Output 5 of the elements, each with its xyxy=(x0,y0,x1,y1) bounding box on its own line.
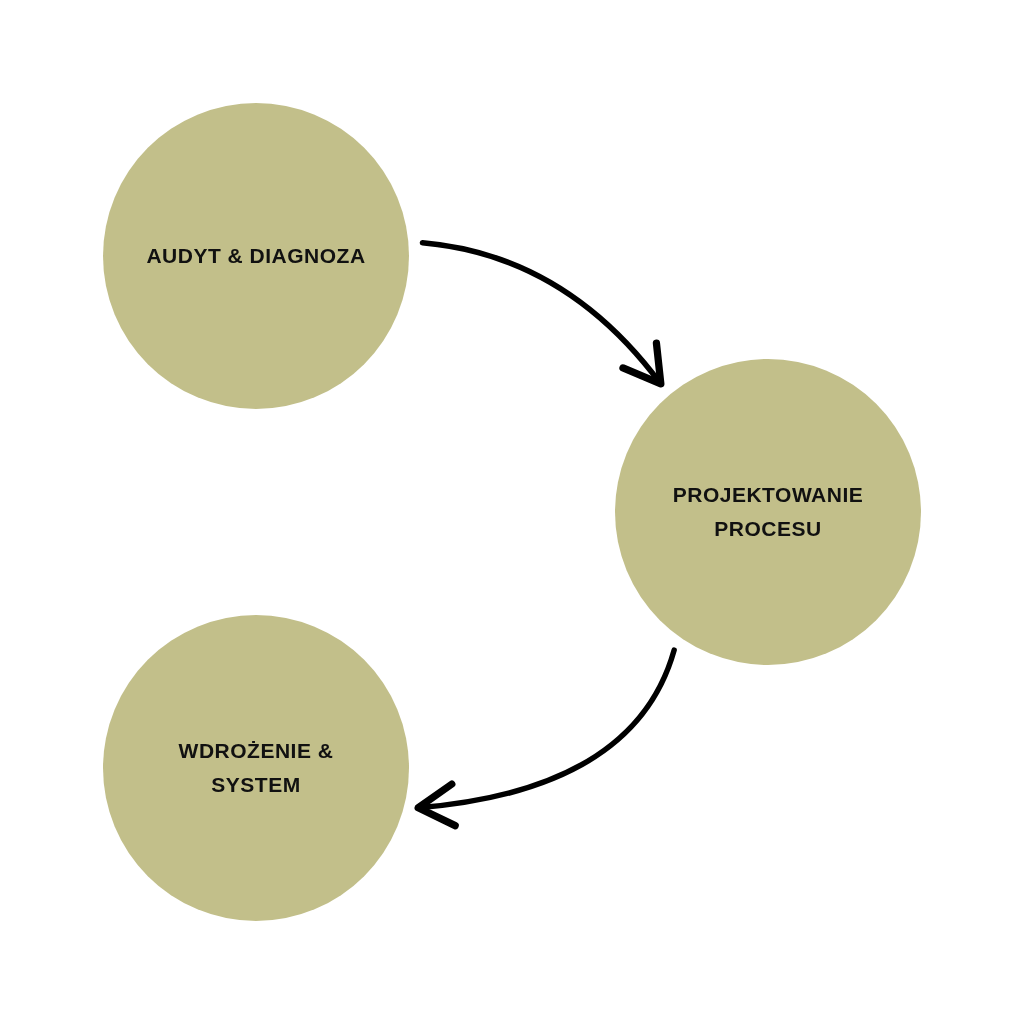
curved-arrow xyxy=(414,647,677,829)
step-label: WDROŻENIE & SYSTEM xyxy=(177,738,335,798)
step-label: PROJEKTOWANIE PROCESU xyxy=(671,482,865,542)
curved-arrow xyxy=(419,240,665,388)
step-label: AUDYT & DIAGNOZA xyxy=(146,243,366,269)
